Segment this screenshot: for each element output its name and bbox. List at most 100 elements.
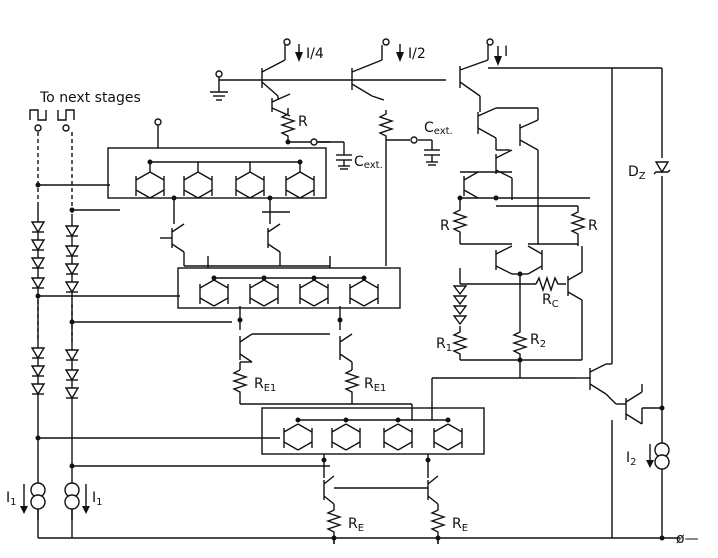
current-source-i1-left: I1: [6, 482, 46, 514]
npn-transistor-icon: [567, 271, 583, 301]
resistor-icon: [511, 326, 529, 360]
npn-transistor-icon: [589, 363, 607, 395]
middle-differential-stage: [177, 256, 401, 330]
diode-icon: [30, 257, 46, 270]
npn-transistor-icon: [345, 423, 361, 451]
label-r1: R1: [436, 336, 452, 354]
top-transistor-1: [261, 45, 286, 100]
next-stages-section: To next stages: [29, 90, 141, 214]
capacitor-icon: [424, 149, 440, 166]
diode-icon: [64, 387, 80, 400]
output-transistors: [576, 80, 665, 425]
upper-differential-stage: [107, 118, 327, 224]
label-i-quarter: I/4: [306, 46, 324, 62]
npn-transistor-icon: [397, 423, 413, 451]
npn-transistor-icon: [249, 279, 265, 307]
label-next-stages: To next stages: [39, 90, 141, 106]
label-r2: R2: [530, 332, 546, 350]
diode-icon: [64, 281, 80, 294]
diode-icon: [452, 305, 468, 316]
npn-transistor-icon: [433, 423, 449, 451]
npn-transistor-icon: [297, 423, 313, 451]
capacitor-icon: [336, 154, 352, 170]
terminal-circle-icon: [34, 124, 42, 132]
npn-transistor-icon: [313, 279, 329, 307]
terminal-circle-icon: [154, 118, 162, 126]
npn-transistor-icon: [625, 391, 643, 425]
npn-transistor-icon: [299, 171, 315, 199]
lower-differential-stage: [261, 407, 485, 478]
npn-transistor-icon: [349, 279, 365, 307]
npn-transistor-icon: [527, 245, 543, 275]
label-r-left: R: [440, 218, 450, 234]
npn-transistor-icon: [213, 279, 229, 307]
label-i: I: [504, 44, 508, 60]
label-rc: RC: [542, 292, 559, 310]
diode-icon: [64, 263, 80, 276]
npn-transistor-icon: [299, 279, 315, 307]
label-i2: I2: [626, 450, 637, 468]
top-supply-section: I/4 I/2 I: [210, 38, 662, 117]
label-i1-right: I1: [92, 490, 103, 508]
resistor-icon: [343, 369, 361, 404]
right-rail: DZ I2: [626, 68, 671, 538]
npn-transistor-icon: [239, 333, 253, 363]
diode-icon: [64, 349, 80, 362]
current-source-i1-right: I1: [64, 482, 103, 514]
diode-icon: [30, 365, 46, 378]
terminal-circle-icon: [486, 38, 494, 46]
diode-icon: [452, 295, 468, 306]
terminal-circle-icon: [62, 124, 70, 132]
resistor-icon: [377, 110, 395, 142]
label-r-top: R: [298, 114, 308, 130]
label-re1-right: RE1: [364, 376, 386, 394]
npn-transistor-icon: [197, 171, 213, 199]
npn-transistor-icon: [283, 423, 299, 451]
resistor-icon: [535, 275, 566, 293]
resistor-icon: [429, 509, 447, 544]
label-i1-left: I1: [6, 490, 17, 508]
npn-transistor-icon: [495, 149, 513, 179]
label-cext-2: Cext.: [424, 120, 453, 137]
right-bias-section: R R RC: [431, 96, 598, 420]
label-re-left: RE: [348, 516, 364, 534]
diode-icon: [64, 245, 80, 258]
label-cext-1: Cext.: [354, 154, 383, 171]
left-diode-string-2: [64, 214, 80, 520]
diode-icon: [30, 347, 46, 360]
terminal-circle-icon: [283, 38, 291, 46]
terminal-circle-icon: [410, 136, 418, 144]
diode-icon: [30, 277, 46, 290]
npn-transistor-icon: [285, 171, 301, 199]
npn-transistor-icon: [199, 279, 215, 307]
npn-transistor-icon: [263, 279, 279, 307]
npn-transistor-icon: [447, 423, 463, 451]
npn-transistor-icon: [267, 223, 281, 253]
top-transistor-2: [351, 45, 385, 101]
terminal-circle-icon: [310, 138, 318, 146]
diode-icon: [30, 221, 46, 234]
npn-transistor-icon: [477, 107, 497, 139]
npn-transistor-icon: [495, 245, 513, 275]
resistor-icon: [569, 206, 587, 246]
resistor-icon: [451, 326, 469, 360]
left-diode-string-1: [30, 206, 46, 520]
label-re-right: RE: [452, 516, 468, 534]
terminal-circle-icon: [382, 38, 390, 46]
current-source-icon: [30, 482, 46, 510]
npn-transistor-icon: [331, 423, 347, 451]
npn-transistor-icon: [363, 279, 379, 307]
npn-transistor-icon: [249, 171, 265, 199]
npn-transistor-icon: [339, 333, 353, 363]
resistor-icon: [325, 509, 343, 544]
npn-transistor-icon: [519, 119, 539, 151]
npn-transistor-icon: [427, 475, 439, 505]
pulse-waveform-icon: [29, 109, 75, 121]
zener-diode-icon: [653, 161, 671, 175]
label-i-half: I/2: [408, 46, 426, 62]
diode-icon: [64, 369, 80, 382]
label-negative-supply: ø—: [676, 531, 699, 547]
diode-icon: [30, 239, 46, 252]
resistor-icon: [231, 369, 249, 404]
